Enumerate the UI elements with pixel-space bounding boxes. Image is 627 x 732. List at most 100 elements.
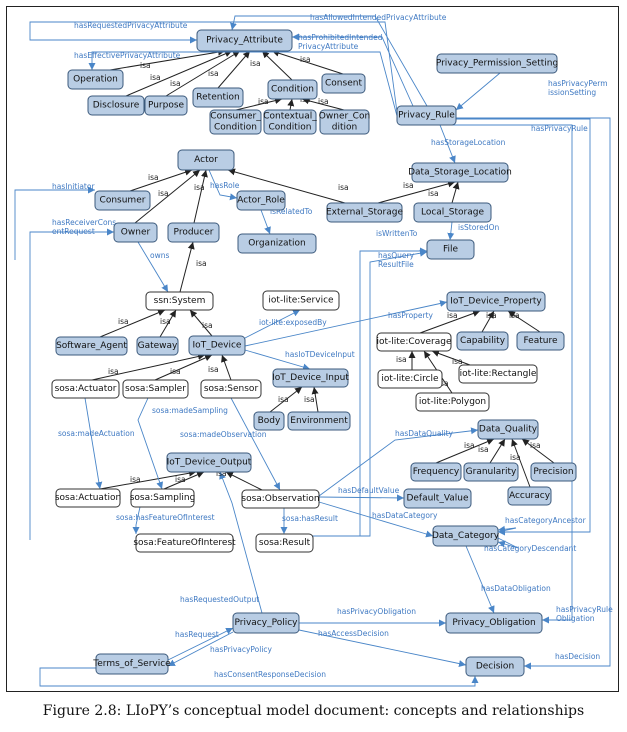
node-terms-of-service: Terms_of_Service [92,653,171,675]
node-owner: Owner [113,222,158,243]
svg-text:Contextual_Condition: Contextual_Condition [263,112,317,133]
edge-r34 [167,627,234,661]
node-sosa-observation: sosa:Observation [241,489,320,509]
edge-e19 [189,309,213,337]
edge-r33 [298,629,467,667]
node-consumer: Consumer [94,190,151,211]
edge-label-r3: hasRequestedPrivacyAttribute [74,21,188,30]
edge-e32 [489,438,506,464]
edge-r29 [465,545,495,614]
edge-e29 [269,386,303,413]
edge-label-e25: isa [509,311,520,320]
svg-text:ssn:System: ssn:System [154,296,206,306]
svg-text:Disclosure: Disclosure [93,101,140,111]
edge-label-e27: isa [452,357,463,366]
edge-label-e22: isa [208,365,219,374]
edge-label-e12: isa [194,183,205,192]
edge-r25 [318,501,434,538]
edge-r30 [420,124,573,624]
edge-label-r7: hasPrivacyRule [531,124,588,133]
figure-frame [6,6,619,692]
node-sosa-result: sosa:Result [255,533,314,553]
edge-label-r9: hasRole [210,181,240,190]
edge-label-r8: hasInitiator [52,182,95,191]
edge-label-r1: hasAllowedIntendedPrivacyAttribute [310,13,447,22]
edge-label-r36: hasConsentResponseDecision [214,670,326,679]
edge-e31 [435,438,495,464]
edge-r20 [137,397,164,490]
edge-label-e10: isa [148,173,159,182]
edge-label-r37: hasDecision [555,652,600,661]
edge-r13 [447,221,455,241]
edge-e2 [125,50,233,97]
edge-e22 [221,354,232,381]
svg-text:sosa:Observation: sosa:Observation [241,494,319,504]
svg-text:IoT_Device: IoT_Device [193,341,242,351]
edge-label-r29: hasDataObligation [481,584,551,593]
edge-e6 [271,49,344,75]
edge-e12 [193,169,208,224]
svg-text:iot-lite:Coverage: iot-lite:Coverage [376,337,451,347]
edge-label-e13: isa [403,181,414,190]
edge-e8 [287,98,295,111]
edge-label-r6: hasStorageLocation [431,138,506,147]
edge-e25 [507,310,541,333]
edge-e21 [154,354,213,381]
edge-e15 [227,168,346,204]
edge-label-r26: sosa:hasFeatureOfInterest [116,513,215,522]
edge-label-r35: hasPrivacyPolicy [210,645,273,654]
edge-label-r34: hasRequest [175,630,219,639]
node-privacy-policy: Privacy_Policy [232,612,300,634]
edge-r27 [497,525,517,533]
node-data-category: Data_Category [432,525,500,547]
node-organization: Organization [237,233,317,254]
svg-text:sosa:Sampling: sosa:Sampling [130,493,196,503]
edge-e37 [225,471,263,491]
node-privacy-permission-setting: Privacy_Permission_Setting [436,53,558,74]
svg-text:Owner_Condition: Owner_Condition [319,112,370,133]
node-contextual-condition: Contextual_Condition [263,109,317,135]
svg-text:Organization: Organization [248,239,306,249]
node-sosa-sampler: sosa:Sampler [122,379,189,399]
edge-label-r10: isRelatedTo [270,207,313,216]
edge-r23 [318,494,405,502]
edge-label-r21: sosa:madeObservation [180,430,267,439]
node-producer: Producer [167,222,220,243]
svg-text:Privacy_Attribute: Privacy_Attribute [206,36,283,46]
edge-r1 [230,15,428,107]
node-accuracy: Accuracy [507,486,552,506]
node-purpose: Purpose [144,95,188,116]
node-frequency: Frequency [410,462,462,482]
edge-r11 [137,241,169,293]
edge-label-e19: isa [202,321,213,330]
svg-text:Privacy_Obligation: Privacy_Obligation [452,618,535,628]
edge-e36 [163,471,205,490]
edge-e17 [99,309,166,338]
node-actor: Actor [177,149,235,171]
edge-label-e21: isa [170,367,181,376]
edge-e16 [179,241,195,293]
svg-text:sosa:Sensor: sosa:Sensor [204,384,259,394]
svg-text:Gateway: Gateway [138,341,178,351]
edge-label-e30: isa [304,395,315,404]
edge-label-r4: hasEffectivePrivacyAttribute [74,51,181,60]
edge-label-e9: isa [318,97,329,106]
svg-text:Feature: Feature [523,336,557,346]
edge-label-e17: isa [118,317,129,326]
edge-label-r22: hasDataQuality [395,429,454,438]
edge-e13 [377,180,456,204]
svg-text:Actor_Role: Actor_Role [237,196,285,206]
node-software-agent: Software_Agent [55,336,128,356]
svg-text:IoT_Device_Property: IoT_Device_Property [450,297,542,307]
edge-r16 [244,309,301,339]
svg-text:Data_Storage_Location: Data_Storage_Location [408,168,512,178]
figure-caption: Figure 2.8: LIoPY’s conceptual model doc… [42,703,585,719]
node-sosa-actuator: sosa:Actuator [51,379,120,399]
edge-e1 [109,48,226,71]
edge-r8 [14,186,95,260]
svg-text:Owner: Owner [121,228,151,238]
edge-label-r31: hasRequestedOutput [180,595,259,604]
edge-r4 [88,51,398,117]
